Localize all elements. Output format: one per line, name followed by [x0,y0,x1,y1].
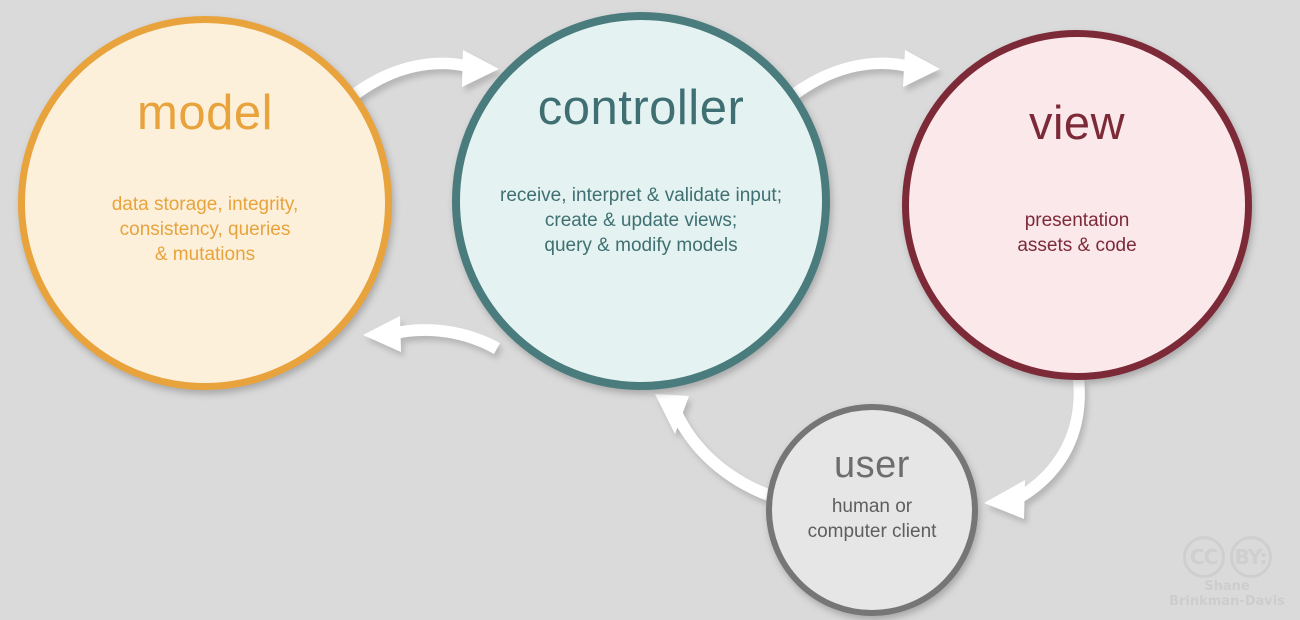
arrow-user-to-controller [655,394,784,505]
node-user-description: human or computer client [807,496,937,543]
creative-commons-icon: CC [1182,536,1225,579]
node-user[interactable]: user human or computer client [766,404,978,616]
node-controller[interactable]: controller receive, interpret & validate… [452,12,830,390]
node-controller-description: receive, interpret & validate input; cre… [500,185,782,257]
attribution-by-icon: BY: [1229,536,1272,579]
license-marks: CC BY: [1182,536,1272,579]
arrow-controller-to-view [790,50,940,99]
node-user-title: user [834,444,910,486]
node-model[interactable]: model data storage, integrity, consisten… [18,16,392,390]
node-view-description: presentation assets & code [1017,210,1137,257]
node-controller-title: controller [537,81,745,135]
node-model-title: model [137,86,273,140]
author-attribution: Shane Brinkman-Davis [1169,579,1285,610]
arrow-controller-to-model [363,316,500,354]
node-model-description: data storage, integrity, consistency, qu… [111,194,299,266]
arrow-model-to-controller [348,50,499,101]
node-view-title: view [1028,96,1126,149]
arrow-view-to-user [984,378,1085,519]
creative-commons-badge[interactable]: CC BY: Shane Brinkman-Davis [1168,536,1286,610]
node-view[interactable]: view presentation assets & code [902,30,1252,380]
